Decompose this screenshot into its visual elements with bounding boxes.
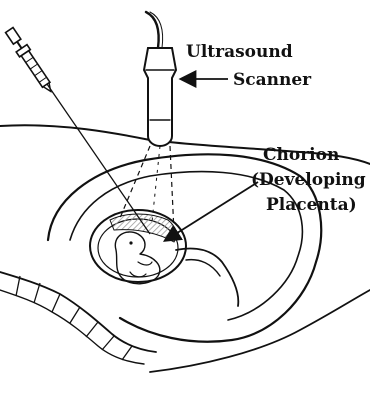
ultrasound-beam-left: [120, 146, 150, 218]
label-placenta: Placenta): [266, 195, 357, 215]
cervical-canal: [186, 260, 220, 276]
label-developing: (Developing: [251, 170, 366, 190]
chorion-arrow: [166, 182, 258, 240]
pelvic-bone: [0, 272, 156, 352]
embryo-limbs: [130, 262, 152, 277]
syringe-needle: [47, 84, 150, 234]
embryo: [115, 232, 159, 284]
embryo-eye: [129, 241, 132, 244]
label-scanner: Scanner: [233, 70, 312, 90]
cervix: [176, 249, 238, 307]
ultrasound-scanner[interactable]: [144, 48, 176, 146]
vertebrae: [16, 276, 132, 360]
label-ultrasound: Ultrasound: [186, 42, 293, 62]
label-chorion: Chorion: [263, 145, 339, 165]
